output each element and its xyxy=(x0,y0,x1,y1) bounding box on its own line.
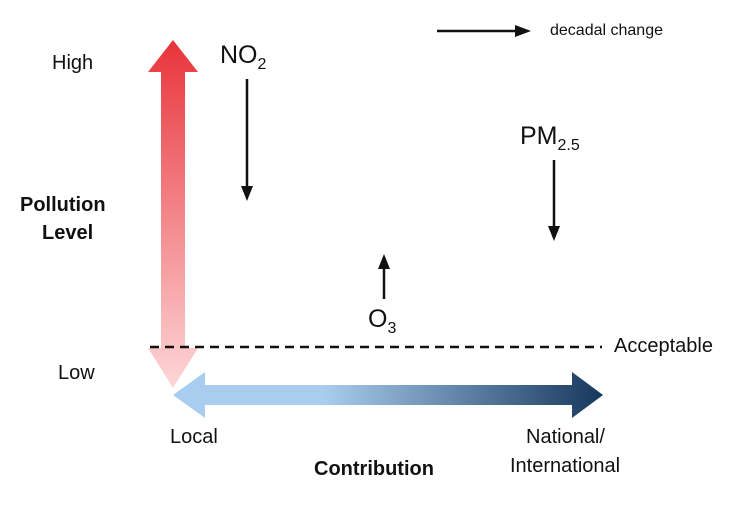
o3-label: O3 xyxy=(368,307,396,337)
o3-label-base: O xyxy=(368,305,388,333)
o3-label-sub: 3 xyxy=(387,320,397,337)
legend-label: decadal change xyxy=(550,22,663,39)
no2-label: NO2 xyxy=(220,43,266,73)
pm25-label-sub: 2.5 xyxy=(557,137,580,154)
y-axis-title-line1: Pollution xyxy=(20,194,106,216)
y-axis-high-label: High xyxy=(52,52,94,74)
no2-label-base: NO xyxy=(220,41,258,69)
o3-change-arrow xyxy=(378,254,390,299)
x-axis-local-label: Local xyxy=(170,426,218,448)
no2-label-sub: 2 xyxy=(257,56,267,73)
x-axis-title: Contribution xyxy=(314,458,434,480)
y-axis-low-label: Low xyxy=(58,362,95,384)
x-axis-national-label-line1: National/ xyxy=(526,426,605,448)
pm25-change-arrow xyxy=(548,160,560,241)
pm25-label-base: PM xyxy=(520,122,558,150)
no2-change-arrow xyxy=(241,79,253,201)
arrow-right-icon xyxy=(437,25,531,37)
x-axis-national-label-line2: International xyxy=(510,455,621,477)
y-axis-title-line2: Level xyxy=(42,222,94,244)
acceptable-label: Acceptable xyxy=(614,335,713,357)
pollution-level-axis-arrow xyxy=(148,40,198,388)
contribution-axis-arrow xyxy=(173,372,603,418)
pm25-label: PM2.5 xyxy=(520,124,580,154)
